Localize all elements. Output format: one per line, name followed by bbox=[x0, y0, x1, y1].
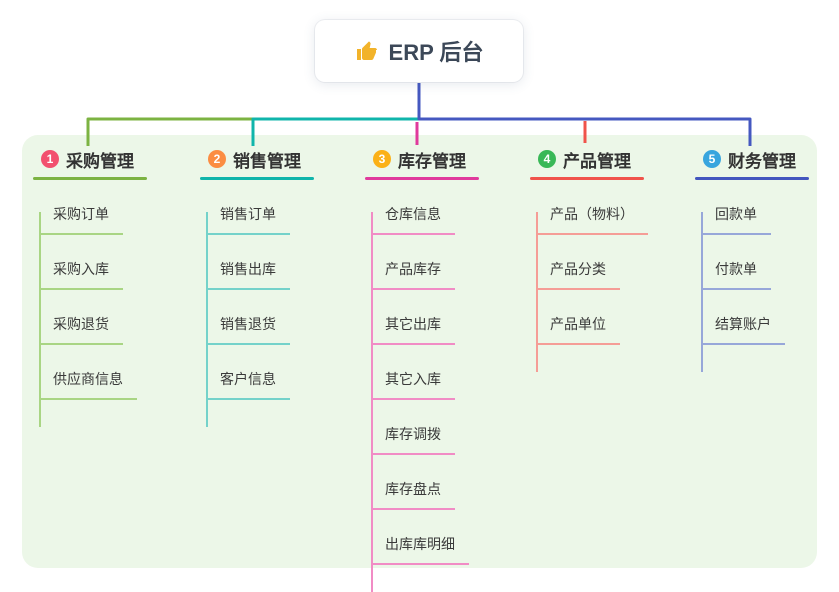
node-label[interactable]: 其它出库 bbox=[371, 314, 455, 345]
branch-children: 销售订单 销售出库 销售退货 客户信息 bbox=[206, 180, 314, 427]
branch-purchase: 1 采购管理 采购订单 采购入库 采购退货 供应商信息 bbox=[33, 148, 147, 427]
branch-children: 回款单 付款单 结算账户 bbox=[701, 180, 809, 372]
node-label[interactable]: 结算账户 bbox=[701, 314, 785, 345]
node-label[interactable]: 付款单 bbox=[701, 259, 771, 290]
node-label[interactable]: 回款单 bbox=[701, 204, 771, 235]
branch-trunk-line bbox=[701, 212, 703, 372]
branch-children: 仓库信息 产品库存 其它出库 其它入库 库存调拨 库存盘点 出库库明细 bbox=[371, 180, 479, 592]
mindmap-canvas bbox=[22, 135, 817, 568]
branch-title-product[interactable]: 4 产品管理 bbox=[530, 148, 648, 171]
mindmap-node: 采购退货 bbox=[39, 290, 147, 345]
mindmap-node: 产品（物料） bbox=[536, 180, 648, 235]
branch-title-label: 销售管理 bbox=[233, 151, 301, 171]
branch-title-inventory[interactable]: 3 库存管理 bbox=[365, 148, 479, 171]
mindmap-node: 结算账户 bbox=[701, 290, 809, 345]
branch-title-finance[interactable]: 5 财务管理 bbox=[695, 148, 809, 171]
node-label[interactable]: 供应商信息 bbox=[39, 369, 137, 400]
node-label[interactable]: 产品库存 bbox=[371, 259, 455, 290]
mindmap-node: 库存盘点 bbox=[371, 455, 479, 510]
node-label[interactable]: 库存盘点 bbox=[371, 479, 455, 510]
branch-underline bbox=[695, 177, 809, 180]
branch-underline bbox=[365, 177, 479, 180]
mindmap-node: 销售退货 bbox=[206, 290, 314, 345]
branch-title-sales[interactable]: 2 销售管理 bbox=[200, 148, 314, 171]
mindmap-node: 其它入库 bbox=[371, 345, 479, 400]
branch-finance: 5 财务管理 回款单 付款单 结算账户 bbox=[695, 148, 809, 372]
branch-underline bbox=[33, 177, 147, 180]
mindmap-node: 库存调拨 bbox=[371, 400, 479, 455]
branch-children: 产品（物料） 产品分类 产品单位 bbox=[536, 180, 648, 372]
mindmap-node: 产品库存 bbox=[371, 235, 479, 290]
mindmap-node: 回款单 bbox=[701, 180, 809, 235]
mindmap-node: 供应商信息 bbox=[39, 345, 147, 400]
branch-sales: 2 销售管理 销售订单 销售出库 销售退货 客户信息 bbox=[200, 148, 314, 427]
node-label[interactable]: 客户信息 bbox=[206, 369, 290, 400]
mindmap-node: 采购订单 bbox=[39, 180, 147, 235]
branch-title-label: 库存管理 bbox=[398, 151, 466, 171]
node-label[interactable]: 采购订单 bbox=[39, 204, 123, 235]
mindmap-node: 产品单位 bbox=[536, 290, 648, 345]
node-label[interactable]: 产品（物料） bbox=[536, 204, 648, 235]
branch-inventory: 3 库存管理 仓库信息 产品库存 其它出库 其它入库 库存调拨 库存盘点 出库库… bbox=[365, 148, 479, 592]
mindmap-node: 产品分类 bbox=[536, 235, 648, 290]
node-label[interactable]: 采购入库 bbox=[39, 259, 123, 290]
node-label[interactable]: 销售出库 bbox=[206, 259, 290, 290]
branch-underline bbox=[200, 177, 314, 180]
root-node[interactable]: ERP 后台 bbox=[315, 20, 523, 82]
mindmap-node: 销售出库 bbox=[206, 235, 314, 290]
mindmap-node: 出库库明细 bbox=[371, 510, 479, 565]
node-label[interactable]: 库存调拨 bbox=[371, 424, 455, 455]
branch-badge: 3 bbox=[373, 150, 391, 168]
node-label[interactable]: 出库库明细 bbox=[371, 534, 469, 565]
mindmap-node: 客户信息 bbox=[206, 345, 314, 400]
branch-trunk-line bbox=[206, 212, 208, 427]
node-label[interactable]: 销售订单 bbox=[206, 204, 290, 235]
branch-product: 4 产品管理 产品（物料） 产品分类 产品单位 bbox=[530, 148, 648, 372]
branch-trunk-line bbox=[536, 212, 538, 372]
mindmap-node: 采购入库 bbox=[39, 235, 147, 290]
branch-badge: 1 bbox=[41, 150, 59, 168]
branch-trunk-line bbox=[39, 212, 41, 427]
branch-underline bbox=[530, 177, 644, 180]
branch-badge: 5 bbox=[703, 150, 721, 168]
branch-title-label: 采购管理 bbox=[66, 151, 134, 171]
mindmap-node: 其它出库 bbox=[371, 290, 479, 345]
branch-title-label: 产品管理 bbox=[563, 151, 631, 171]
mindmap-node: 仓库信息 bbox=[371, 180, 479, 235]
mindmap-node: 销售订单 bbox=[206, 180, 314, 235]
branch-children: 采购订单 采购入库 采购退货 供应商信息 bbox=[39, 180, 147, 427]
node-label[interactable]: 销售退货 bbox=[206, 314, 290, 345]
thumbs-up-icon bbox=[355, 39, 379, 63]
mindmap-node: 付款单 bbox=[701, 235, 809, 290]
branch-title-purchase[interactable]: 1 采购管理 bbox=[33, 148, 147, 171]
node-label[interactable]: 其它入库 bbox=[371, 369, 455, 400]
node-label[interactable]: 采购退货 bbox=[39, 314, 123, 345]
root-label: ERP 后台 bbox=[388, 40, 484, 65]
branch-badge: 4 bbox=[538, 150, 556, 168]
node-label[interactable]: 产品分类 bbox=[536, 259, 620, 290]
branch-title-label: 财务管理 bbox=[728, 151, 796, 171]
branch-trunk-line bbox=[371, 212, 373, 592]
branch-badge: 2 bbox=[208, 150, 226, 168]
node-label[interactable]: 仓库信息 bbox=[371, 204, 455, 235]
node-label[interactable]: 产品单位 bbox=[536, 314, 620, 345]
